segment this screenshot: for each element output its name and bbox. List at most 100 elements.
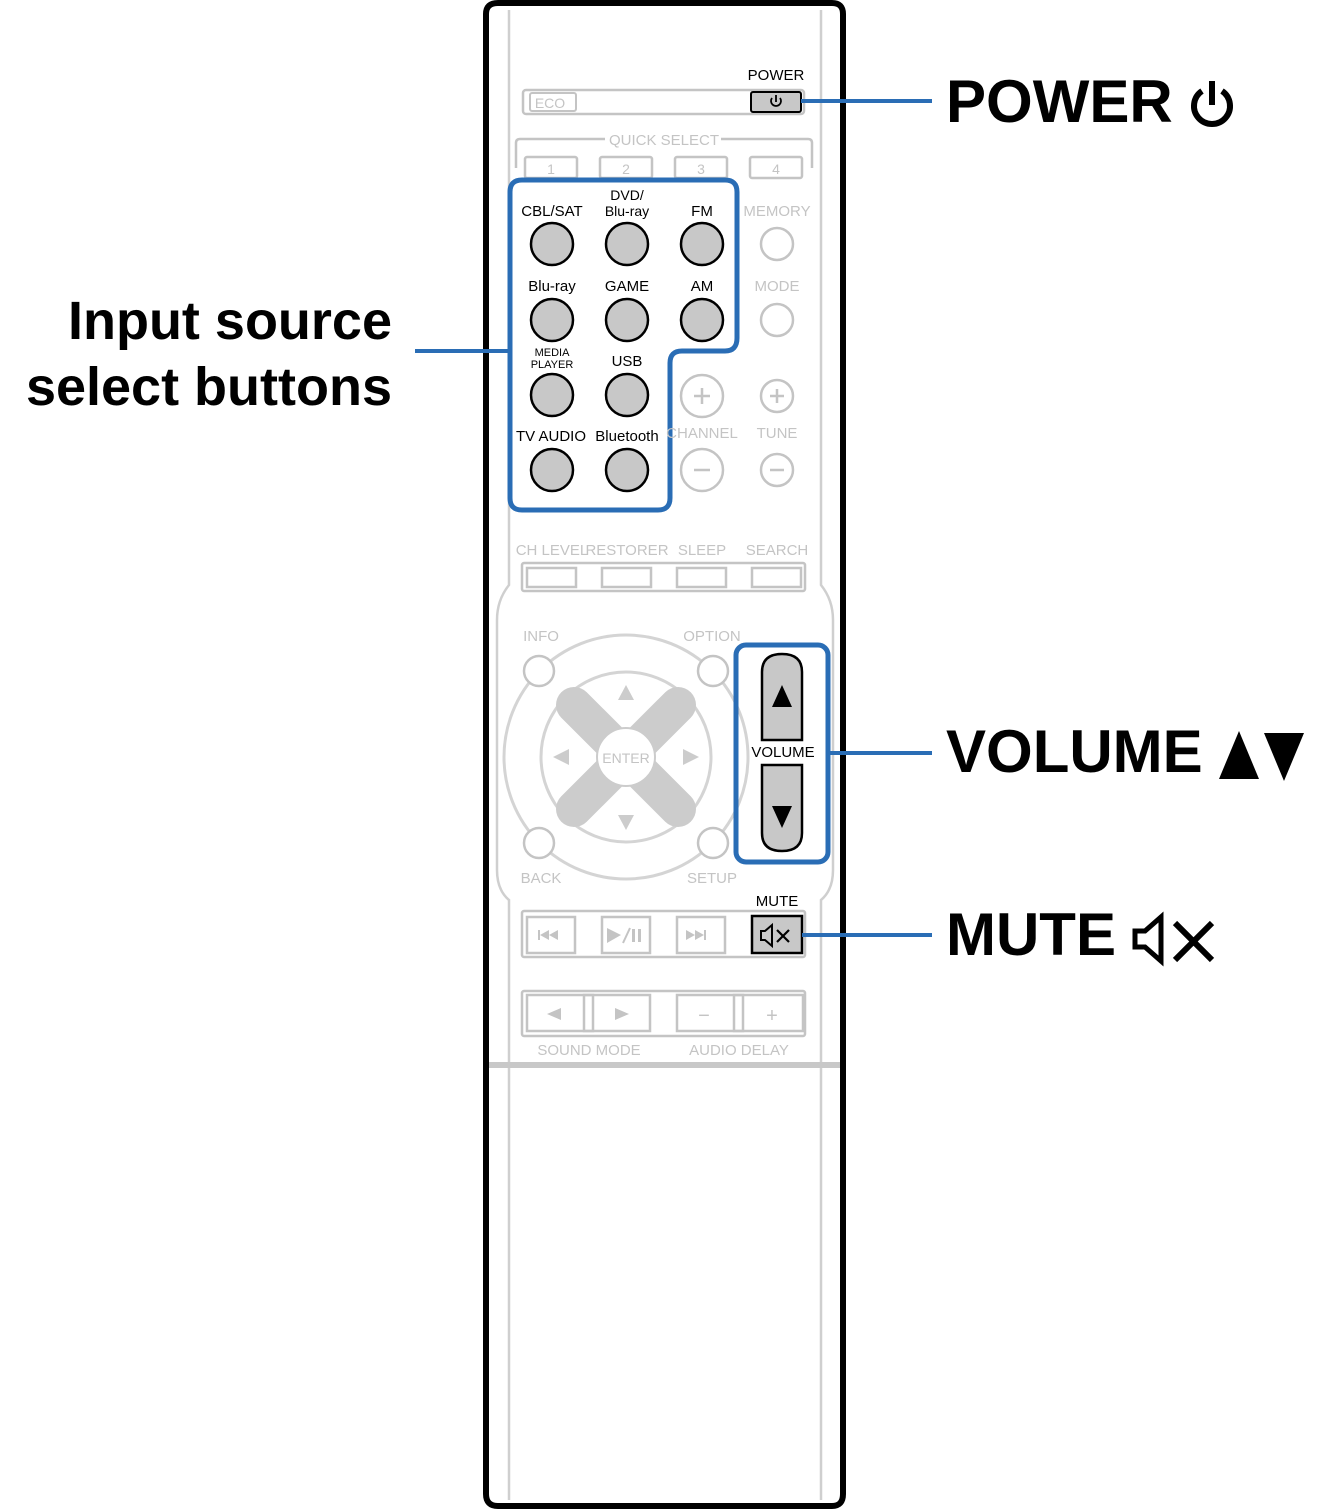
channel-plus-button[interactable] <box>679 373 725 419</box>
sound-mode-right-arrow-icon <box>615 1008 629 1020</box>
skip-forward-button[interactable] <box>675 915 727 955</box>
audio-delay-minus-icon: − <box>698 1005 710 1027</box>
enter-label: ENTER <box>602 750 649 766</box>
dvd-label-line2: Blu-ray <box>605 203 649 219</box>
nav-up-arrow-icon[interactable] <box>618 685 634 700</box>
info-button[interactable] <box>522 654 556 688</box>
skip-forward-icon <box>686 930 706 940</box>
skip-back-button[interactable] <box>525 915 577 955</box>
bluetooth-label: Bluetooth <box>595 428 658 445</box>
power-callout-label: POWER <box>946 68 1173 135</box>
bluray-button[interactable] <box>529 297 575 343</box>
game-label: GAME <box>605 278 649 295</box>
nav-ring <box>502 633 750 881</box>
memory-label: MEMORY <box>743 203 810 220</box>
enter-button[interactable] <box>596 727 656 787</box>
play-pause-icon <box>607 927 641 944</box>
media-player-button[interactable] <box>529 372 575 418</box>
fm-label: FM <box>691 203 713 220</box>
nav-down-arrow-icon[interactable] <box>618 815 634 830</box>
quick-select-button-4[interactable]: 4 <box>748 155 804 180</box>
sleep-label: SLEEP <box>678 542 726 559</box>
cbl-sat-button[interactable] <box>529 221 575 267</box>
quick-select-title: QUICK SELECT <box>609 132 719 149</box>
restorer-label: RESTORER <box>585 542 668 559</box>
volume-callout-label: VOLUME <box>946 718 1203 785</box>
search-button[interactable] <box>750 566 803 589</box>
setup-button[interactable] <box>696 826 730 860</box>
eco-label: ECO <box>535 95 565 111</box>
power-callout: POWER <box>946 72 1237 134</box>
tune-plus-button[interactable] <box>759 378 795 414</box>
restorer-button[interactable] <box>600 566 653 589</box>
memory-button[interactable] <box>759 226 795 262</box>
mute-callout: MUTE <box>946 905 1220 967</box>
back-button[interactable] <box>522 826 556 860</box>
sound-mode-label: SOUND MODE <box>537 1042 640 1059</box>
sound-delay-frame <box>520 989 807 1038</box>
mute-callout-label: MUTE <box>946 901 1116 968</box>
mode-label: MODE <box>755 278 800 295</box>
volume-up-down-icon <box>1218 731 1304 782</box>
power-button-icon <box>770 95 782 107</box>
setup-label: SETUP <box>687 870 737 887</box>
volume-down-button[interactable] <box>760 763 804 853</box>
quick-select-label-1: 1 <box>547 161 555 177</box>
mute-button[interactable] <box>750 914 804 955</box>
channel-minus-button[interactable] <box>679 447 725 493</box>
tv-audio-label: TV AUDIO <box>516 428 586 445</box>
volume-up-arrow-icon <box>772 685 792 707</box>
ch-level-button[interactable] <box>525 566 578 589</box>
fm-button[interactable] <box>679 221 725 267</box>
eco-button[interactable] <box>529 92 577 112</box>
input-callout-line1: Input source <box>67 291 392 351</box>
quick-select-label-4: 4 <box>772 161 780 177</box>
quick-select-label-2: 2 <box>622 161 630 177</box>
option-label: OPTION <box>683 628 741 645</box>
audio-delay-plus-icon: + <box>766 1005 778 1027</box>
power-button[interactable] <box>750 91 802 113</box>
mute-button-icon <box>760 922 790 949</box>
media-player-label-line2: PLAYER <box>531 359 574 371</box>
input-callout: Input source select buttons <box>26 288 392 420</box>
audio-delay-rocker[interactable]: − + <box>675 993 805 1033</box>
channel-label: CHANNEL <box>666 425 738 442</box>
usb-label: USB <box>612 353 643 370</box>
ch-level-label: CH LEVEL <box>516 542 589 559</box>
tune-minus-button[interactable] <box>759 452 795 488</box>
nav-left-arrow-icon[interactable] <box>553 749 569 765</box>
nav-right-arrow-icon[interactable] <box>683 749 699 765</box>
usb-button[interactable] <box>604 372 650 418</box>
play-pause-button[interactable] <box>600 915 652 955</box>
bluetooth-button[interactable] <box>604 447 650 493</box>
tune-label: TUNE <box>757 425 798 442</box>
sound-mode-rocker[interactable] <box>525 993 652 1033</box>
bluray-label: Blu-ray <box>528 278 576 295</box>
sleep-button[interactable] <box>675 566 728 589</box>
volume-up-button[interactable] <box>760 652 804 742</box>
power-icon <box>1190 81 1233 128</box>
volume-label: VOLUME <box>751 744 814 761</box>
volume-callout: VOLUME <box>946 722 1307 784</box>
input-source-highlight <box>507 177 740 513</box>
dvd-label-line1: DVD/ <box>610 187 644 203</box>
game-button[interactable] <box>604 297 650 343</box>
sound-mode-left-arrow-icon <box>547 1008 561 1020</box>
dvd-bluray-button[interactable] <box>604 221 650 267</box>
am-label: AM <box>691 278 714 295</box>
option-button[interactable] <box>696 654 730 688</box>
tv-audio-button[interactable] <box>529 447 575 493</box>
power-label: POWER <box>748 67 805 84</box>
info-label: INFO <box>523 628 559 645</box>
function-row-frame <box>520 561 807 593</box>
mode-button[interactable] <box>759 302 795 338</box>
remote-inner-edge-right <box>819 10 835 1500</box>
cbl-sat-label: CBL/SAT <box>521 203 582 220</box>
mute-label: MUTE <box>756 893 799 910</box>
input-callout-line2: select buttons <box>25 357 392 417</box>
quick-select-label-3: 3 <box>697 161 705 177</box>
audio-delay-label: AUDIO DELAY <box>689 1042 789 1059</box>
am-button[interactable] <box>679 297 725 343</box>
